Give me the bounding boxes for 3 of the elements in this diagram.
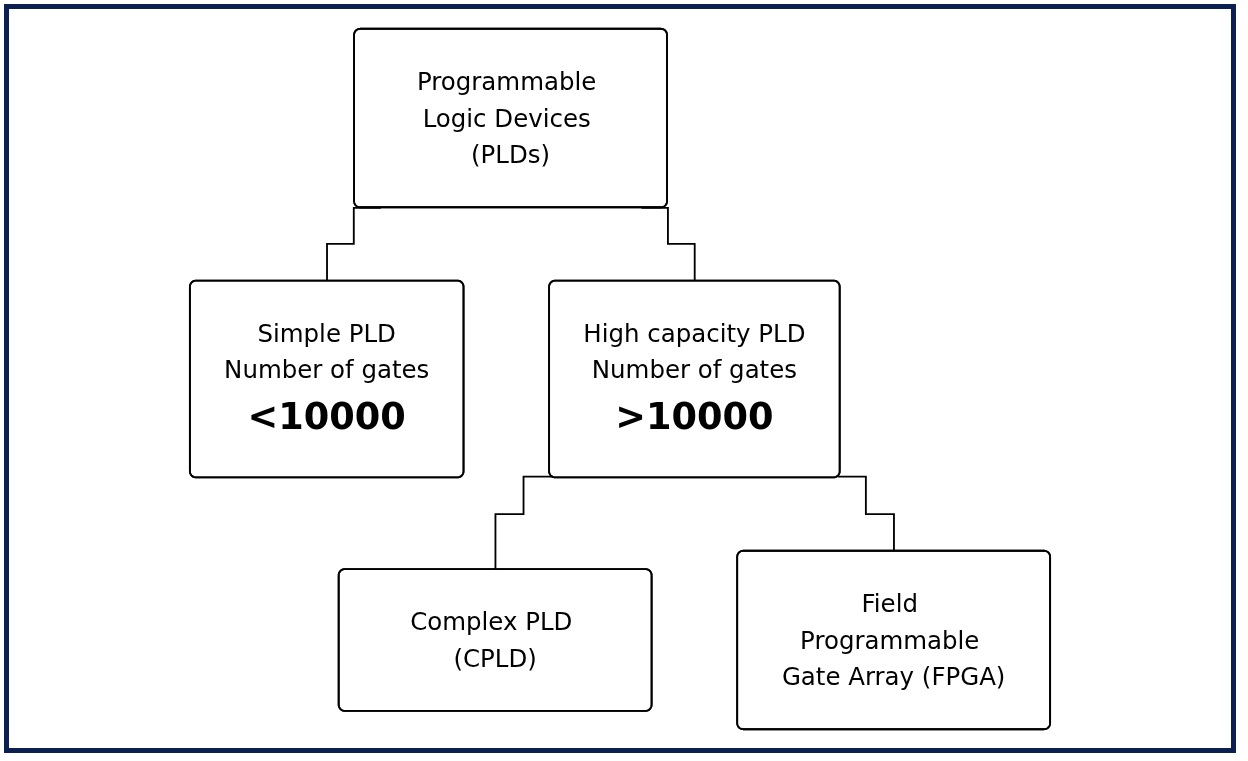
connector xyxy=(837,475,896,552)
connector xyxy=(326,206,382,282)
connector xyxy=(640,206,696,282)
